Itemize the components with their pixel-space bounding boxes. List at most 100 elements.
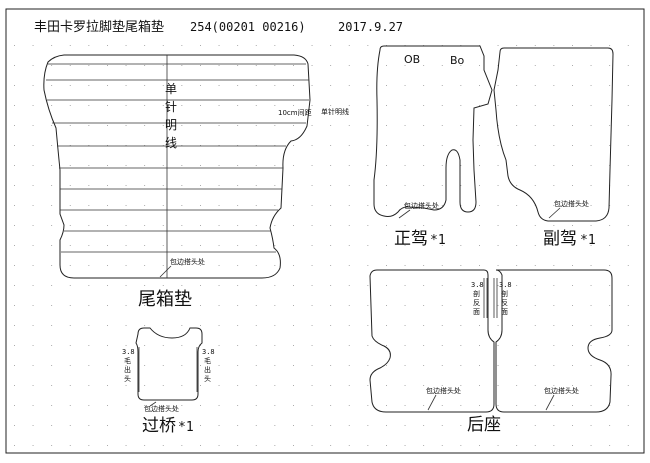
- grid-dot: [69, 45, 71, 46]
- grid-dot: [311, 305, 313, 306]
- grid-dot: [423, 365, 425, 366]
- grid-dot: [107, 225, 108, 226]
- grid-dot: [162, 285, 164, 286]
- grid-dot: [200, 285, 201, 286]
- bridge-mat-label: 过桥: [142, 416, 176, 436]
- grid-dot: [590, 345, 592, 346]
- grid-dot: [516, 45, 518, 46]
- grid-dot: [572, 445, 573, 446]
- grid-dot: [125, 125, 127, 126]
- grid-dot: [330, 445, 332, 446]
- grid-dot: [627, 265, 629, 266]
- grid-dot: [553, 445, 555, 446]
- grid-dot: [404, 285, 406, 286]
- grid-dot: [200, 345, 201, 346]
- grid-dot: [590, 105, 592, 106]
- grid-dot: [367, 85, 369, 86]
- grid-dot: [330, 245, 332, 246]
- trunk-center-text: 明: [165, 118, 177, 132]
- grid-dot: [497, 385, 499, 386]
- grid-dot: [423, 205, 425, 206]
- grid-dot: [88, 265, 90, 266]
- grid-dot: [237, 165, 239, 166]
- grid-dot: [144, 265, 146, 266]
- grid-dot: [367, 365, 369, 366]
- grid-dot: [479, 65, 480, 66]
- grid-dot: [516, 225, 518, 226]
- grid-dot: [218, 425, 220, 426]
- grid-dot: [51, 65, 53, 66]
- grid-dot: [144, 425, 146, 426]
- grid-dot: [293, 65, 294, 66]
- grid-dot: [311, 345, 313, 346]
- grid-dot: [200, 305, 201, 306]
- grid-dot: [311, 385, 313, 386]
- grid-dot: [404, 205, 406, 206]
- grid-dot: [330, 45, 332, 46]
- grid-dot: [627, 145, 629, 146]
- grid-dot: [553, 365, 555, 366]
- passenger-mat-label: 副驾: [543, 229, 577, 249]
- grid-dot: [14, 85, 15, 86]
- grid-dot: [125, 425, 127, 426]
- trunk-center-text: 线: [165, 136, 177, 150]
- grid-dot: [200, 65, 201, 66]
- grid-dot: [237, 85, 239, 86]
- grid-dot: [572, 345, 573, 346]
- grid-dot: [181, 285, 183, 286]
- trunk-mat-label: 尾箱垫: [138, 289, 192, 310]
- grid-dot: [293, 125, 294, 126]
- grid-dot: [125, 325, 127, 326]
- grid-dot: [404, 185, 406, 186]
- grid-dot: [423, 245, 425, 246]
- grid-dot: [460, 45, 462, 46]
- grid-dot: [479, 85, 480, 86]
- grid-dot: [572, 385, 573, 386]
- grid-dot: [479, 205, 480, 206]
- grid-dot: [274, 205, 276, 206]
- grid-dot: [88, 45, 90, 46]
- grid-dot: [218, 325, 220, 326]
- grid-dot: [51, 225, 53, 226]
- grid-dot: [348, 245, 350, 246]
- grid-dot: [162, 45, 164, 46]
- grid-dot: [32, 165, 34, 166]
- grid-dot: [516, 345, 518, 346]
- grid-dot: [460, 445, 462, 446]
- grid-dot: [348, 145, 350, 146]
- grid-dot: [609, 445, 611, 446]
- grid-dot: [293, 145, 294, 146]
- grid-dot: [590, 165, 592, 166]
- grid-dot: [237, 345, 239, 346]
- grid-dot: [534, 445, 536, 446]
- grid-dot: [181, 365, 183, 366]
- grid-dot: [572, 65, 573, 66]
- grid-dot: [88, 345, 90, 346]
- grid-dot: [590, 325, 592, 326]
- grid-dot: [404, 65, 406, 66]
- grid-dot: [51, 365, 53, 366]
- grid-dot: [200, 325, 201, 326]
- grid-dot: [590, 145, 592, 146]
- grid-dot: [293, 205, 294, 206]
- grid-dot: [497, 225, 499, 226]
- grid-dot: [627, 185, 629, 186]
- grid-dot: [274, 225, 276, 226]
- grid-dot: [32, 445, 34, 446]
- grid-dot: [274, 445, 276, 446]
- grid-dot: [348, 385, 350, 386]
- grid-dot: [516, 185, 518, 186]
- grid-dot: [88, 285, 90, 286]
- grid-dot: [627, 205, 629, 206]
- grid-dot: [572, 305, 573, 306]
- grid-dot: [69, 245, 71, 246]
- grid-dot: [107, 265, 108, 266]
- grid-dot: [348, 425, 350, 426]
- grid-dot: [237, 445, 239, 446]
- grid-dot: [255, 285, 257, 286]
- grid-dot: [32, 305, 34, 306]
- grid-dot: [144, 65, 146, 66]
- grid-dot: [14, 245, 15, 246]
- grid-dot: [14, 305, 15, 306]
